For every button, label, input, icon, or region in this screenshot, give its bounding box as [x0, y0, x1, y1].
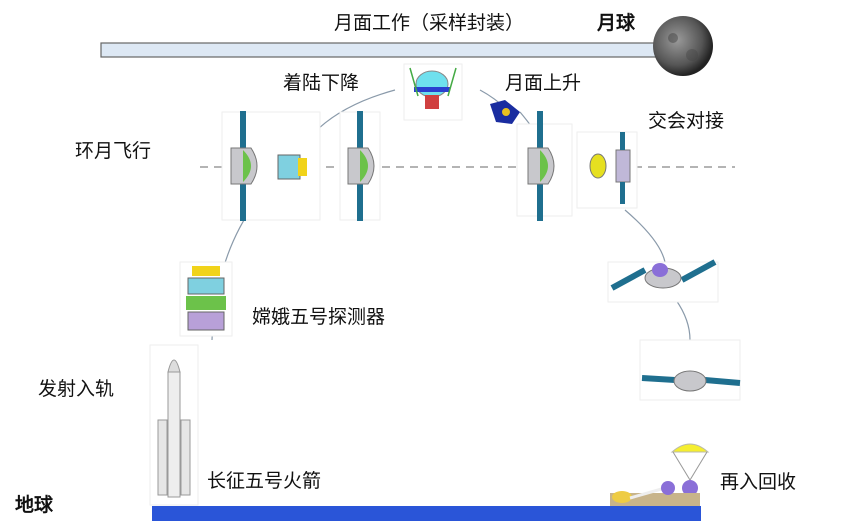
label-landing-descent: 着陆下降: [283, 72, 360, 94]
label-moon: 月球: [597, 12, 636, 34]
orbiter-after-separation: [339, 110, 381, 222]
label-rocket: 长征五号火箭: [207, 470, 322, 492]
label-lunar-orbit-flight: 环月飞行: [75, 140, 152, 162]
earth-surface-bar: [152, 506, 701, 521]
lunar-surface-bar: [100, 42, 664, 58]
long-march-5-rocket: [149, 344, 199, 506]
label-lunar-ascent: 月面上升: [505, 72, 582, 94]
moon-image: [653, 16, 713, 76]
ascender: [490, 100, 520, 124]
returner-separation: [639, 339, 741, 401]
label-rendezvous-docking: 交会对接: [648, 110, 725, 132]
orbiter-lander-combo: [221, 110, 321, 222]
returner-transfer: [607, 259, 719, 303]
lander-descent: [403, 63, 463, 121]
label-probe: 嫦娥五号探测器: [252, 306, 386, 328]
landed-capsule: [610, 481, 700, 506]
label-launch-orbit: 发射入轨: [38, 378, 115, 400]
label-earth: 地球: [15, 494, 54, 516]
orbiter-rendezvous: [516, 110, 638, 222]
parachute: [670, 443, 710, 496]
label-reentry-recovery: 再入回收: [720, 471, 797, 493]
change5-probe: [179, 261, 233, 337]
label-lunar-surface-work: 月面工作（采样封装）: [334, 12, 525, 34]
